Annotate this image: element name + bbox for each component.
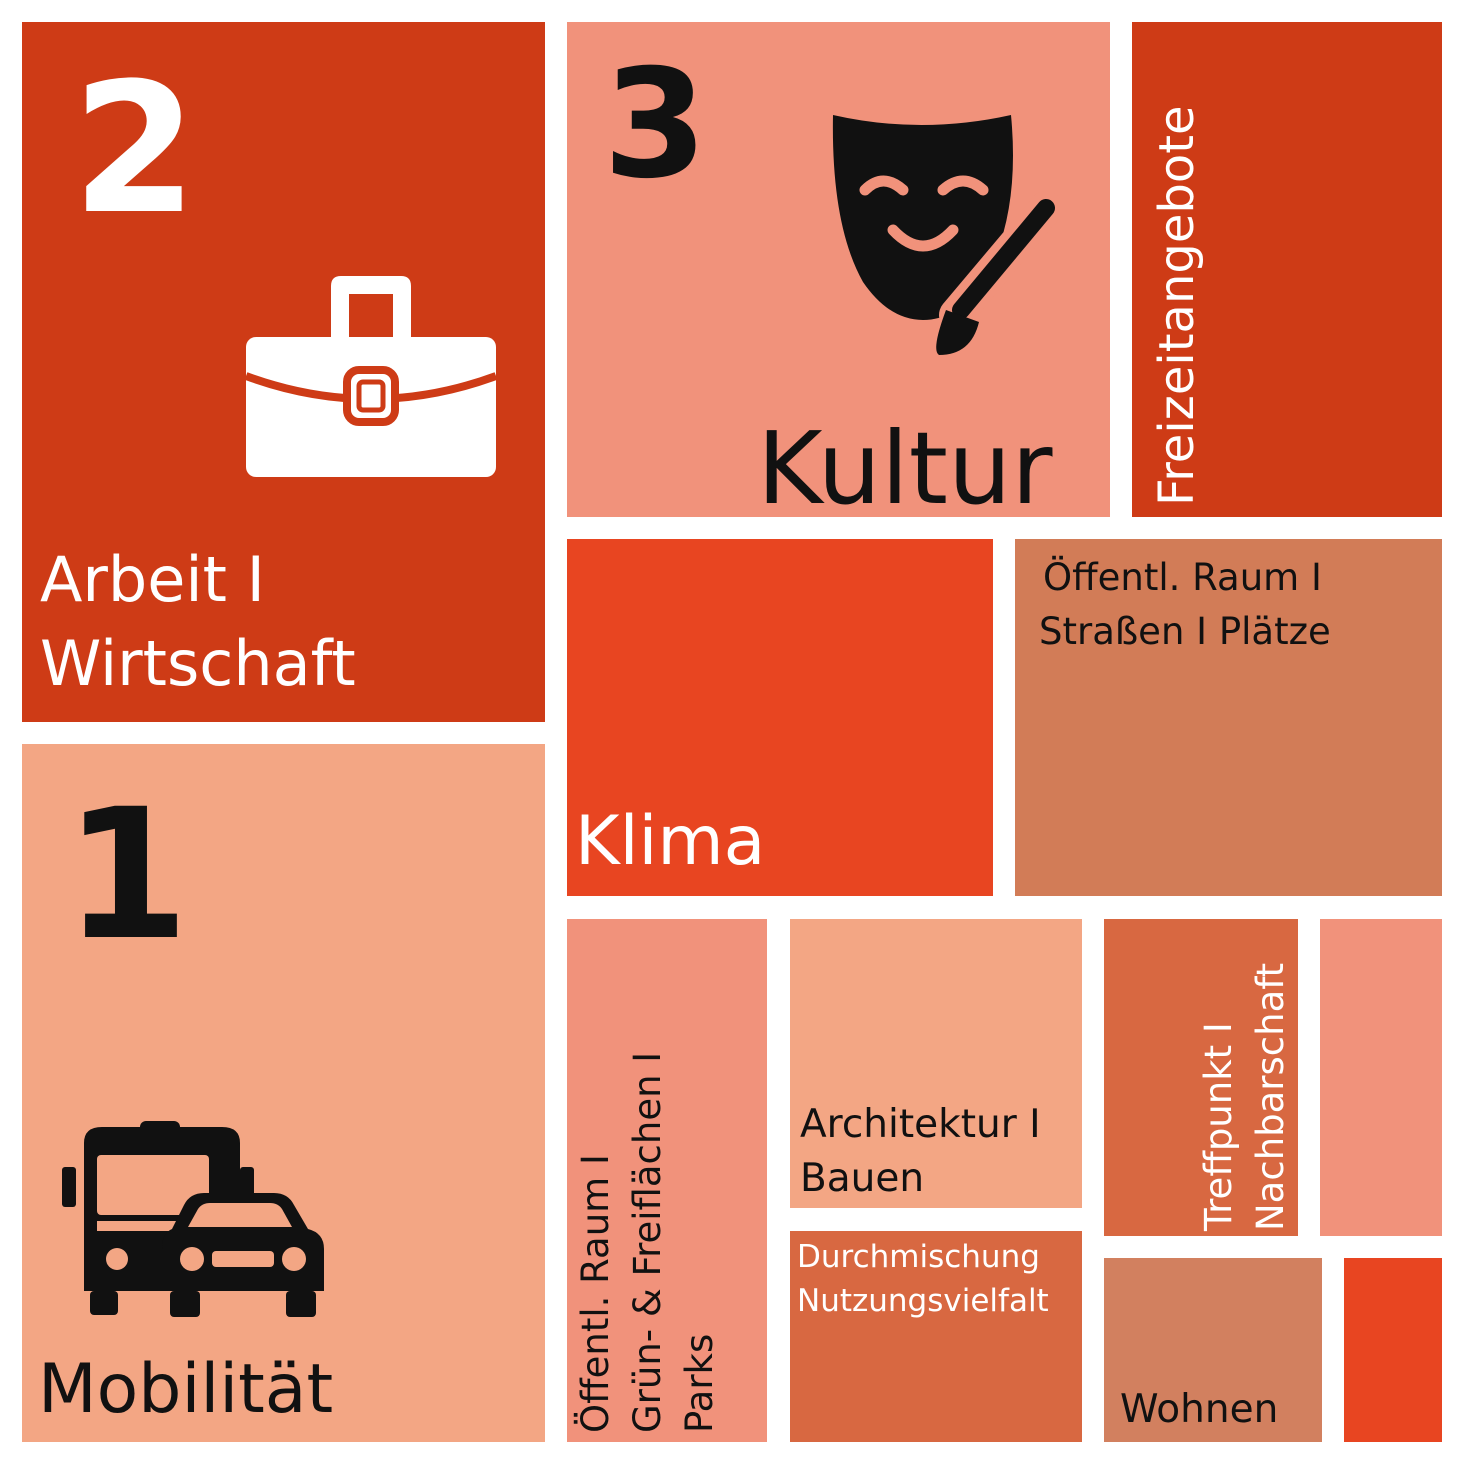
rank-number-1: 1 bbox=[64, 771, 190, 980]
tile-blank-pink bbox=[1320, 919, 1442, 1236]
tile-label-line2: Grün- & Freiflächen I bbox=[626, 1051, 669, 1433]
tile-label-line2: Straßen I Plätze bbox=[1039, 610, 1331, 653]
tile-strassen-plaetze: Öffentl. Raum I Straßen I Plätze bbox=[1015, 539, 1442, 896]
tile-label-line1: Architektur I bbox=[800, 1102, 1041, 1147]
tile-label-line1: Treffpunkt I bbox=[1197, 1022, 1240, 1231]
tile-blank-red bbox=[1344, 1258, 1442, 1442]
theater-mask-brush-icon bbox=[832, 115, 1061, 355]
tile-freizeitangebote: Freizeitangebote bbox=[1132, 22, 1442, 517]
tile-arbeit-wirtschaft: 2 Arbeit I Wirtschaft bbox=[22, 22, 545, 722]
tile-label: Wohnen bbox=[1120, 1387, 1279, 1432]
tile-label-line2: Nutzungsvielfalt bbox=[797, 1283, 1049, 1319]
tile-mobilitaet: 1 Mobilität bbox=[22, 744, 545, 1442]
tile-architektur-bauen: Architektur I Bauen bbox=[790, 919, 1082, 1208]
tile-gruen-freiflaechen: Öffentl. Raum I Grün- & Freiflächen I Pa… bbox=[567, 919, 767, 1442]
tile-label: Mobilität bbox=[38, 1350, 334, 1429]
bus-car-icon bbox=[62, 1121, 324, 1317]
tile-label-line2: Bauen bbox=[800, 1156, 925, 1201]
tile-label: Kultur bbox=[757, 410, 1053, 517]
tile-klima: Klima bbox=[567, 539, 993, 896]
tile-label-line2: Wirtschaft bbox=[40, 627, 356, 700]
tile-label-line3: Parks bbox=[678, 1333, 721, 1433]
tile-label-line1: Arbeit I bbox=[40, 543, 265, 616]
tile-kultur: 3 Kultur bbox=[567, 22, 1110, 517]
tile-label: Freizeitangebote bbox=[1149, 105, 1205, 506]
briefcase-icon bbox=[246, 276, 496, 477]
tile-durchmischung: Durchmischung Nutzungsvielfalt bbox=[790, 1231, 1082, 1442]
rank-number-3: 3 bbox=[603, 38, 708, 212]
tile-treffpunkt-nachbarschaft: Treffpunkt I Nachbarschaft bbox=[1104, 919, 1298, 1236]
tile-label-line1: Öffentl. Raum I bbox=[1043, 556, 1322, 599]
tile-label-line2: Nachbarschaft bbox=[1249, 962, 1292, 1231]
rank-number-2: 2 bbox=[72, 45, 198, 254]
tile-label: Klima bbox=[575, 802, 766, 881]
tile-label-line1: Durchmischung bbox=[797, 1239, 1040, 1275]
tile-label-line1: Öffentl. Raum I bbox=[574, 1154, 617, 1433]
tile-wohnen: Wohnen bbox=[1104, 1258, 1322, 1442]
